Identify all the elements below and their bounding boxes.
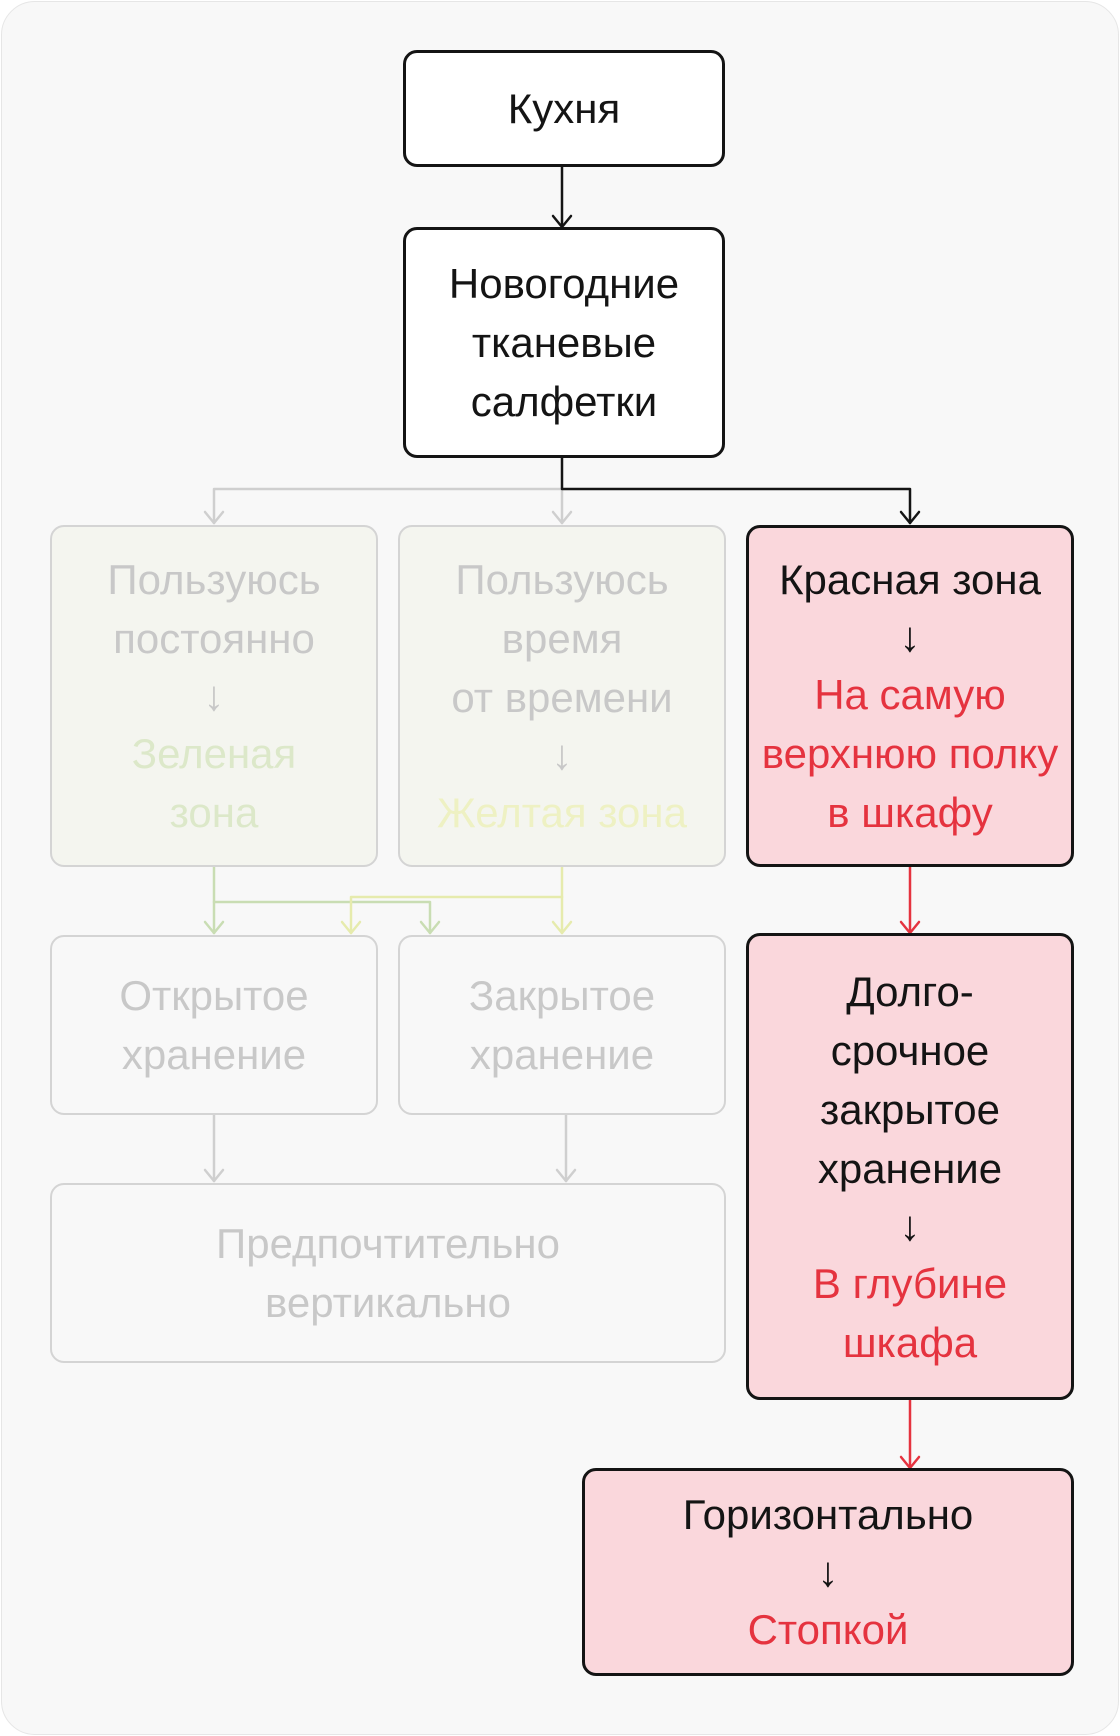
node-closed-storage-line: хранение [469, 1031, 655, 1078]
down-arrow-icon: ↓ [551, 731, 573, 778]
node-napkins-line: салфетки [470, 378, 658, 425]
connector-napkins-red-zone [560, 456, 921, 525]
connector-storage-vertical [203, 1113, 577, 1183]
connector-green-zone [203, 865, 441, 935]
node-occasional-use-result: Желтая зона [437, 789, 687, 836]
node-horizontal-label: Горизонтально [682, 1491, 974, 1538]
node-kitchen: Кухня [403, 50, 725, 167]
node-open-storage: Открытое хранение [50, 935, 378, 1115]
node-vertical: Предпочтительно вертикально [50, 1183, 726, 1363]
node-vertical-line: вертикально [265, 1279, 511, 1326]
node-napkins-line: тканевые [471, 319, 657, 366]
node-long-term-line: срочное [830, 1026, 990, 1074]
node-vertical-line: Предпочтительно [216, 1220, 560, 1267]
down-arrow-icon: ↓ [899, 613, 921, 660]
node-occasional-use-line: Пользуюсь [455, 556, 669, 603]
node-long-term-line: хранение [817, 1144, 1003, 1192]
node-long-term-line: Долго- [846, 967, 974, 1015]
node-red-zone: Красная зона ↓ На самую верхнюю полку в … [746, 525, 1074, 867]
down-arrow-icon: ↓ [899, 1201, 921, 1249]
connector-napkins-muted [203, 487, 573, 525]
node-red-zone-result: верхнюю полку [761, 730, 1059, 777]
down-arrow-icon: ↓ [817, 1548, 839, 1595]
node-closed-storage-line: Закрытое [468, 972, 656, 1019]
node-horizontal: Горизонтально ↓ Стопкой [582, 1468, 1074, 1676]
node-occasional-use-line: время [501, 615, 623, 662]
node-closed-storage: Закрытое хранение [398, 935, 726, 1115]
down-arrow-icon: ↓ [203, 672, 225, 719]
node-long-term-storage: Долго- срочное закрытое хранение ↓ В глу… [746, 933, 1074, 1400]
node-horizontal-result: Стопкой [747, 1606, 909, 1653]
node-constant-use-line: Пользуюсь [107, 556, 321, 603]
connector-yellow-zone [340, 865, 573, 935]
node-constant-use-line: постоянно [113, 615, 315, 662]
node-long-term-result: В глубине [812, 1259, 1008, 1307]
connector-kitchen-napkins [551, 165, 573, 229]
node-open-storage-line: хранение [121, 1031, 307, 1078]
node-red-zone-result: в шкафу [827, 789, 993, 836]
node-kitchen-label: Кухня [507, 85, 621, 132]
node-constant-use-result: Зеленая [131, 730, 297, 777]
node-red-zone-result: На самую [814, 671, 1006, 718]
node-constant-use-result: зона [169, 789, 259, 836]
node-napkins-line: Новогодние [448, 260, 680, 307]
node-red-zone-label: Красная зона [779, 556, 1041, 603]
node-long-term-result: шкафа [842, 1318, 978, 1366]
node-occasional-use-line: от времени [451, 674, 673, 721]
node-open-storage-line: Открытое [119, 972, 309, 1019]
node-occasional-use: Пользуюсь время от времени ↓ Желтая зона [398, 525, 726, 867]
node-constant-use: Пользуюсь постоянно ↓ Зеленая зона [50, 525, 378, 867]
node-napkins: Новогодние тканевые салфетки [403, 227, 725, 458]
node-long-term-line: закрытое [819, 1085, 1001, 1133]
